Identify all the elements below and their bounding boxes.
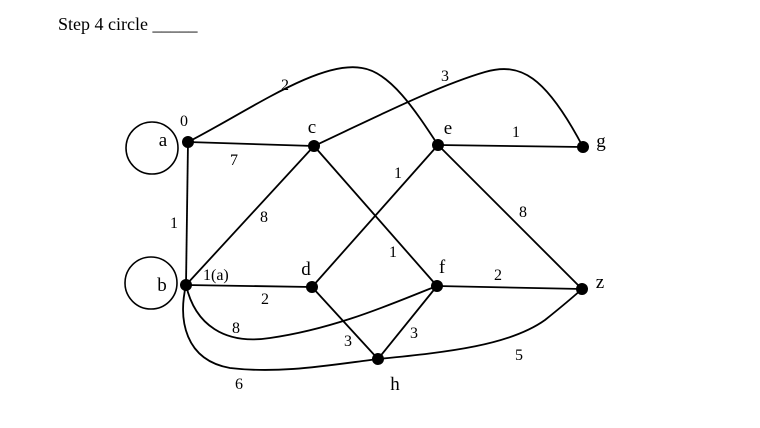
edge-weight-c-f: 1 [389, 244, 397, 261]
node-d [306, 281, 318, 293]
edge-d-h [311, 286, 379, 360]
node-e [432, 139, 444, 151]
nodes-layer [180, 136, 589, 365]
edge-a-b [185, 141, 189, 286]
edge-weight-b-d: 2 [261, 291, 269, 308]
step-title: Step 4 circle _____ [58, 14, 198, 34]
circle-mark-b [124, 256, 178, 310]
node-label-c: c [308, 117, 316, 138]
edges-layer [182, 66, 584, 371]
edge-weight-b-c: 8 [260, 209, 268, 226]
node-f [431, 280, 443, 292]
node-a [182, 136, 194, 148]
edge-h-z [377, 288, 583, 360]
edge-weight-e-z: 8 [519, 204, 527, 221]
edge-weight-e-g: 1 [512, 124, 520, 141]
edge-weight-c-g: 3 [441, 68, 449, 85]
edge-b-z [182, 284, 379, 371]
node-c [308, 140, 320, 152]
edge-weight-b-f: 8 [232, 320, 240, 337]
edge-a-e [187, 66, 439, 146]
edge-weight-a-e: 2 [281, 77, 289, 94]
node-b [180, 279, 192, 291]
edge-b-c [185, 145, 315, 286]
edge-b-f [185, 284, 438, 341]
edge-weight-d-e: 1 [394, 165, 402, 182]
node-h [372, 353, 384, 365]
edge-weight-h-z: 5 [515, 347, 523, 364]
node-label-d: d [301, 259, 311, 280]
edge-a-c [187, 141, 315, 147]
node-label-b: b [157, 275, 167, 296]
edge-weight-b-z: 6 [235, 376, 243, 393]
edge-b-d [185, 284, 313, 288]
edge-h-f [377, 285, 438, 360]
node-label-a: a [159, 130, 168, 151]
node-z [576, 283, 588, 295]
distance-label-b: 1(a) [203, 267, 229, 284]
node-g [577, 141, 589, 153]
node-label-g: g [596, 131, 606, 152]
edge-weight-h-f: 3 [410, 325, 418, 342]
edge-weight-a-c: 7 [230, 152, 238, 169]
node-label-f: f [439, 257, 446, 278]
node-label-e: e [444, 118, 452, 139]
edge-c-f [313, 145, 438, 287]
edge-e-z [437, 144, 583, 290]
edge-f-z [436, 285, 583, 290]
circled-nodes-layer [124, 121, 179, 310]
edge-weight-a-b: 1 [170, 215, 178, 232]
edge-weight-f-z: 2 [494, 267, 502, 284]
node-label-h: h [390, 374, 400, 395]
circle-mark-a [125, 121, 179, 175]
edge-weight-d-h: 3 [344, 333, 352, 350]
edge-c-g [313, 68, 584, 148]
node-label-z: z [596, 272, 604, 293]
edge-e-g [437, 144, 584, 148]
distance-label-a: 0 [180, 113, 188, 130]
